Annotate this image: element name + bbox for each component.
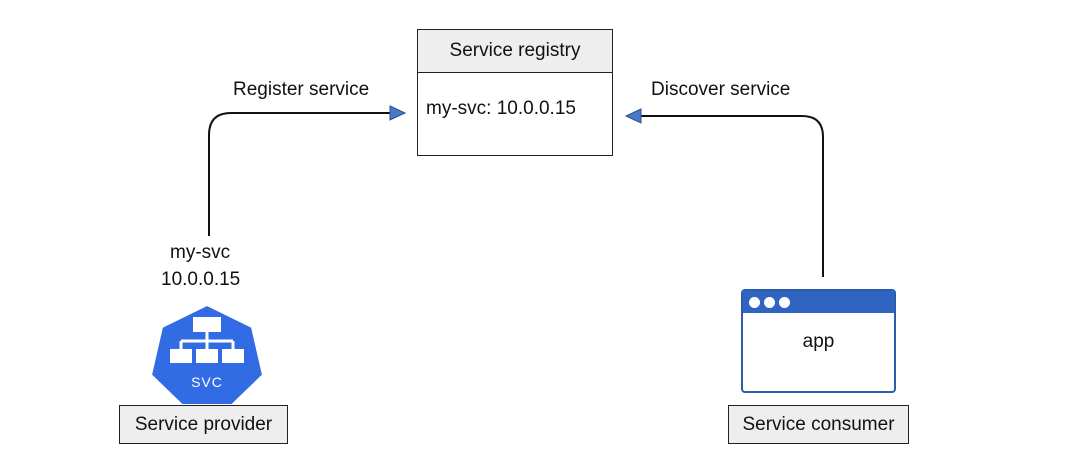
window-dot-icon [779, 296, 790, 308]
app-label: app [802, 331, 835, 352]
provider-service-ip: 10.0.0.15 [161, 269, 241, 290]
kubernetes-service-icon [150, 304, 264, 406]
discover-arrowhead [624, 108, 642, 124]
service-registry-box: Service registry my-svc: 10.0.0.15 [417, 29, 613, 156]
register-connector-line [208, 112, 390, 236]
service-registry-title: Service registry [418, 30, 612, 73]
window-dot-icon [764, 296, 775, 308]
service-registry-entry: my-svc: 10.0.0.15 [426, 98, 576, 119]
window-dot-icon [749, 296, 760, 308]
register-service-label: Register service [233, 79, 370, 100]
discover-service-label: Discover service [651, 79, 791, 100]
service-provider-box: Service provider [119, 405, 288, 444]
register-arrowhead [389, 105, 407, 121]
svc-icon-label: SVC [191, 374, 223, 390]
app-window-titlebar [743, 291, 894, 313]
discover-connector-line [641, 115, 824, 277]
provider-service-name: my-svc [170, 242, 231, 263]
service-consumer-box: Service consumer [728, 405, 909, 444]
app-window-icon: app [741, 289, 896, 393]
